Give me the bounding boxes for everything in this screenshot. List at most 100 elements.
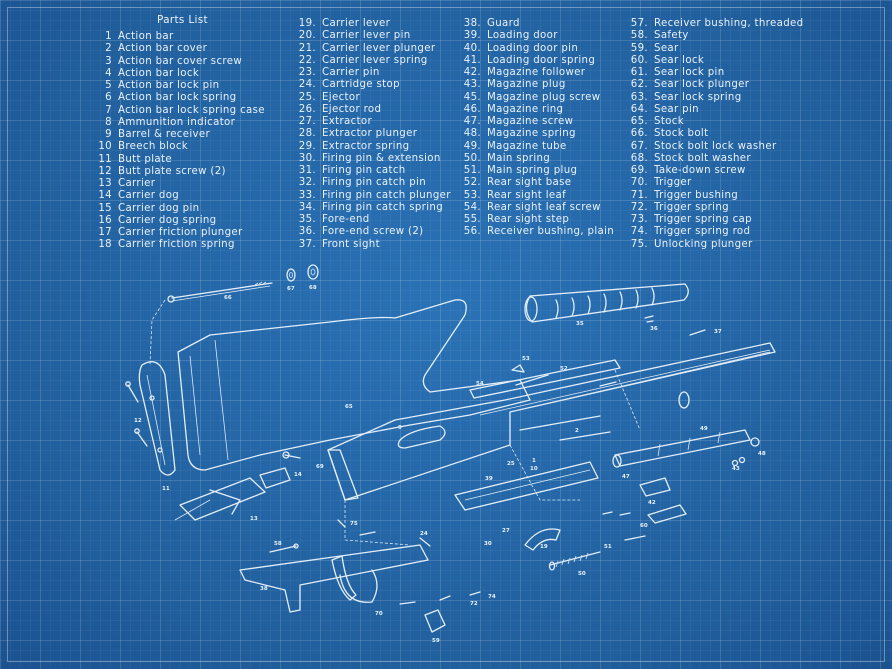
part-number: 39. xyxy=(463,30,481,42)
part-name: Safety xyxy=(654,30,689,42)
action-bar xyxy=(469,359,621,441)
part-name: Magazine follower xyxy=(487,67,586,78)
callout-mag-screw: 47 xyxy=(622,474,630,480)
parts-list-item: 70.Trigger xyxy=(628,177,803,189)
part-name: Main spring xyxy=(487,152,551,164)
callout-action-bar: 1 xyxy=(532,458,536,464)
parts-list-item: 32.Firing pin catch pin xyxy=(296,177,451,189)
part-name: Ejector rod xyxy=(322,103,382,115)
carrier-lever xyxy=(524,528,561,551)
parts-list-item: 21. Carrier lever plunger xyxy=(296,43,451,55)
part-number: 2 xyxy=(105,43,112,55)
part-name: Trigger spring rod xyxy=(654,226,751,238)
parts-list-item: 38.Guard xyxy=(461,18,614,30)
safety xyxy=(269,543,299,553)
parts-list-item: 51. Main spring plug xyxy=(461,165,614,177)
part-number: 33. xyxy=(298,189,316,201)
sear xyxy=(424,609,446,633)
part-name: Carrier friction spring xyxy=(118,239,235,251)
part-name: Action bar lock pin xyxy=(118,80,220,91)
part-number: 67. xyxy=(630,140,648,152)
parts-list-item: 68. Stock bolt washer xyxy=(628,153,803,165)
part-name: Stock bolt lock washer xyxy=(654,140,777,152)
callout-rear-sight-screw: 54 xyxy=(476,381,484,387)
part-number: 74. xyxy=(630,226,648,238)
part-number: 21. xyxy=(298,42,316,54)
magazine-tube xyxy=(612,429,751,468)
callout-trigger-spring: 72 xyxy=(470,601,478,607)
part-name: Fore-end xyxy=(322,214,370,225)
callout-main-spring-plug: 51 xyxy=(604,544,612,550)
part-name: Magazine ring xyxy=(487,103,564,115)
part-name: Stock bolt washer xyxy=(654,152,751,164)
parts-list-item: 50.Main spring xyxy=(461,153,614,165)
callout-cartridge-stop: 24 xyxy=(420,531,428,537)
stock-bolt-guide xyxy=(149,299,166,366)
part-name: Main spring plug xyxy=(487,165,578,176)
part-name: Loading door pin xyxy=(487,42,579,54)
part-number: 68. xyxy=(630,152,648,164)
part-name: Extractor xyxy=(322,116,373,127)
parts-list-item: 24.Cartridge stop xyxy=(296,79,451,91)
part-number: 34. xyxy=(298,201,316,213)
parts-list-item: 55.Rear sight step xyxy=(461,214,614,226)
part-number: 40. xyxy=(463,42,481,54)
part-number: 45. xyxy=(463,91,481,103)
parts-list-item: 61.Sear lock pin xyxy=(628,67,803,79)
callout-trigger: 70 xyxy=(375,611,383,617)
part-number: 65. xyxy=(630,116,648,127)
part-name: Carrier lever pin xyxy=(322,30,411,42)
part-name: Firing pin catch spring xyxy=(322,201,444,213)
part-number: 13 xyxy=(98,178,112,189)
callout-washer: 68 xyxy=(309,285,317,291)
parts-list-item: 56. Receiver bushing, plain xyxy=(461,226,614,238)
callout-fore-end-screw: 36 xyxy=(650,326,658,332)
parts-list-item: 48.Magazine spring xyxy=(461,128,614,140)
part-number: 12 xyxy=(98,165,112,177)
guard xyxy=(239,544,429,613)
part-name: Ammunition indicator xyxy=(118,116,236,128)
part-number: 57. xyxy=(630,18,648,29)
parts-list-item: 54.Rear sight leaf screw xyxy=(461,202,614,214)
part-number: 56. xyxy=(463,226,481,238)
part-number: 72. xyxy=(630,201,648,213)
part-number: 18 xyxy=(98,239,112,251)
part-name: Receiver bushing, plain xyxy=(487,226,615,238)
part-name: Rear sight base xyxy=(487,177,572,189)
parts-list-item: 31.Firing pin catch xyxy=(296,165,451,177)
part-name: Stock xyxy=(654,116,684,127)
part-name: Carrier pin xyxy=(322,67,380,78)
callout-magazine-follower: 42 xyxy=(648,500,656,506)
part-number: 8 xyxy=(105,116,112,128)
parts-list-item: 62.Sear lock plunger xyxy=(628,79,803,91)
part-name: Extractor spring xyxy=(322,140,410,152)
part-number: 4 xyxy=(105,67,112,79)
part-name: Action bar lock xyxy=(118,67,200,79)
part-name: Carrier dog pin xyxy=(118,202,200,214)
part-name: Take-down screw xyxy=(654,165,746,176)
callout-labels: 66 67 68 35 36 37 65 11 12 9 13 10 2 52 … xyxy=(134,285,766,644)
part-number: 49. xyxy=(463,140,481,152)
part-number: 47. xyxy=(463,116,481,127)
parts-list-item: 43.Magazine plug xyxy=(461,79,614,91)
part-name: Carrier lever plunger xyxy=(322,42,436,54)
part-number: 46. xyxy=(463,103,481,115)
barrel-receiver xyxy=(327,342,776,501)
part-number: 51. xyxy=(463,165,481,176)
guide-line-1 xyxy=(344,500,411,546)
parts-list-item: 65. Stock xyxy=(628,116,803,128)
parts-list-item: 66.Stock bolt xyxy=(628,128,803,140)
part-number: 14 xyxy=(98,190,112,202)
parts-list-item: 41.Loading door spring xyxy=(461,55,614,67)
part-name: Front sight xyxy=(322,238,380,250)
part-number: 41. xyxy=(463,54,481,66)
part-number: 60. xyxy=(630,54,648,66)
callout-mag-tube: 49 xyxy=(700,426,708,432)
part-number: 9 xyxy=(105,129,112,140)
